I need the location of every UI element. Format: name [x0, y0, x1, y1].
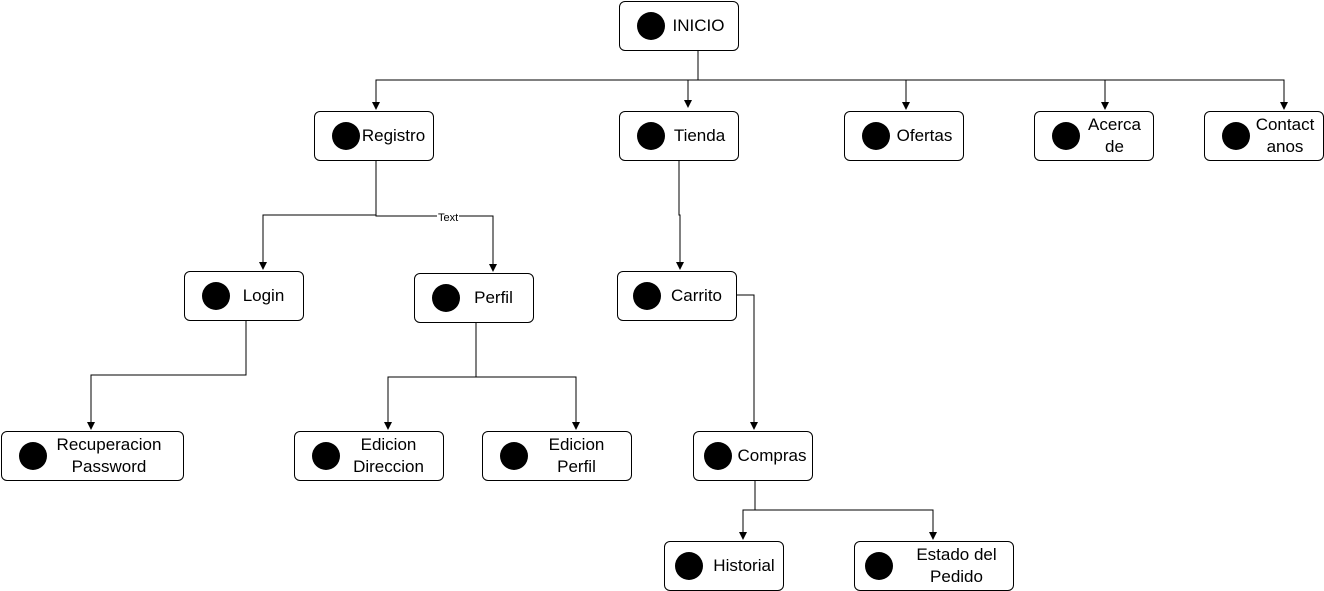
- edge-carrito-to-compras: [733, 294, 758, 430]
- node-perfil: Perfil: [414, 273, 534, 323]
- edge-perfil-to-edicion-direccion: [384, 323, 477, 430]
- edge-compras-to-estado-pedido: [754, 481, 937, 540]
- circle-icon: [675, 552, 703, 580]
- circle-icon: [332, 122, 360, 150]
- circle-icon: [19, 442, 47, 470]
- edge-login-to-recuperacion: [87, 321, 247, 430]
- node-label: Historial: [713, 556, 775, 575]
- edge-compras-to-historial: [739, 481, 756, 540]
- node-edicion-direccion: Edicion Direccion: [294, 431, 444, 481]
- edge-registro-to-login: [259, 161, 377, 270]
- node-tienda: Tienda: [619, 111, 739, 161]
- circle-icon: [432, 284, 460, 312]
- node-estado-pedido: Estado del Pedido: [854, 541, 1014, 591]
- node-label: Contact anos: [1255, 115, 1315, 156]
- node-label: Ofertas: [896, 126, 953, 145]
- node-label: Acerca de: [1088, 115, 1141, 156]
- circle-icon: [704, 442, 732, 470]
- node-login: Login: [184, 271, 304, 321]
- node-label: Tienda: [673, 126, 726, 145]
- node-label: Perfil: [474, 288, 513, 307]
- node-label: Login: [242, 286, 285, 305]
- edge-registro-to-perfil: [375, 161, 497, 272]
- circle-icon: [1222, 122, 1250, 150]
- circle-icon: [862, 122, 890, 150]
- node-registro: Registro: [314, 111, 434, 161]
- node-label: Registro: [361, 126, 426, 145]
- edge-perfil-to-edicion-perfil: [475, 323, 580, 430]
- node-compras: Compras: [693, 431, 813, 481]
- node-label: Carrito: [670, 286, 722, 305]
- circle-icon: [633, 282, 661, 310]
- node-label: Recuperacion Password: [56, 435, 162, 476]
- circle-icon: [637, 122, 665, 150]
- node-edicion-perfil: Edicion Perfil: [482, 431, 632, 481]
- node-label: Edicion Direccion: [353, 435, 424, 476]
- edge-inicio-to-tienda: [684, 51, 699, 108]
- node-label: Estado del Pedido: [916, 545, 997, 586]
- node-label: Edicion Perfil: [548, 435, 605, 476]
- circle-icon: [1052, 122, 1080, 150]
- circle-icon: [202, 282, 230, 310]
- circle-icon: [312, 442, 340, 470]
- node-label: INICIO: [672, 16, 725, 35]
- node-recuperacion: Recuperacion Password: [1, 431, 184, 481]
- edge-tienda-to-carrito: [676, 161, 684, 270]
- circle-icon: [865, 552, 893, 580]
- node-contactanos: Contact anos: [1204, 111, 1324, 161]
- node-historial: Historial: [664, 541, 784, 591]
- node-inicio: INICIO: [619, 1, 739, 51]
- circle-icon: [637, 12, 665, 40]
- node-carrito: Carrito: [617, 271, 737, 321]
- circle-icon: [500, 442, 528, 470]
- edge-label-registro-to-perfil: Text: [437, 212, 460, 224]
- node-acerca: Acerca de: [1034, 111, 1154, 161]
- edge-inicio-to-contactanos: [697, 51, 1288, 110]
- node-ofertas: Ofertas: [844, 111, 964, 161]
- edge-inicio-to-registro: [372, 51, 699, 110]
- node-label: Compras: [737, 446, 807, 465]
